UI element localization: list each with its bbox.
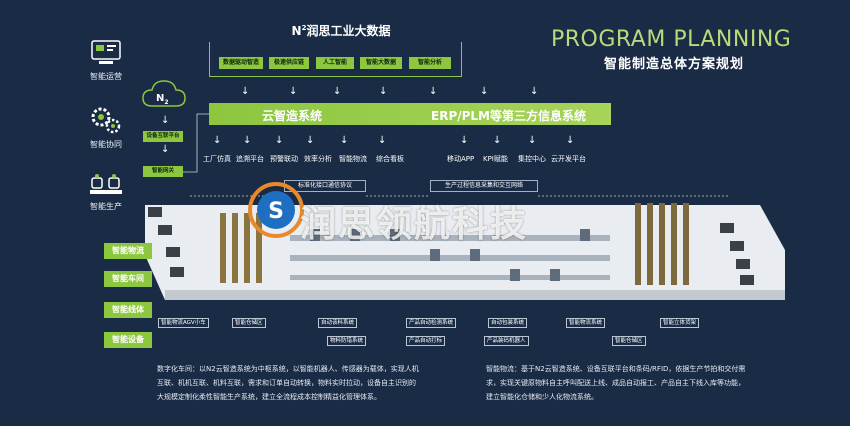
left-icon-production: 智能生产 xyxy=(82,170,130,212)
arrow-icon: ↓ xyxy=(493,135,502,146)
bigdata-title: N2润思工业大数据 xyxy=(276,22,406,39)
function-label: 综合看板 xyxy=(376,155,404,163)
arrow-icon: ↓ xyxy=(275,135,284,146)
left-icon-label: 智能协同 xyxy=(90,140,122,149)
function-label: 云开发平台 xyxy=(551,155,586,163)
side-tag-line: 智能线体 xyxy=(104,302,152,318)
factory-floor xyxy=(145,203,785,300)
arrow-icon: ↓ xyxy=(243,135,252,146)
stack-device-platform: 设备互联平台 xyxy=(143,131,183,142)
equipment-label: 智能物流系统 xyxy=(566,318,606,328)
equipment-label: 自动包装系统 xyxy=(488,318,528,328)
robot-arm-icon xyxy=(90,174,122,194)
arrow-icon: ↓ xyxy=(528,135,537,146)
arrow-icon: ↓ xyxy=(378,135,387,146)
arrow-icon: ↓ xyxy=(530,86,539,97)
function-label: 预警联动 xyxy=(270,155,298,163)
bigdata-chip: 人工智能 xyxy=(316,57,354,69)
arrow-icon: ↓ xyxy=(460,135,469,146)
system-bar xyxy=(209,103,611,125)
equipment-label: 产品自动打标 xyxy=(406,336,446,346)
side-tag-equipment: 智能设备 xyxy=(104,332,152,348)
equipment-label: 物料防错系统 xyxy=(327,336,367,346)
arrow-icon: ↓ xyxy=(289,86,298,97)
side-tag-logistics: 智能物流 xyxy=(104,243,152,259)
left-icon-operations: 智能运营 xyxy=(82,38,130,82)
bigdata-frame xyxy=(209,42,462,77)
function-label: 移动APP xyxy=(447,155,475,163)
arrow-icon: ↓ xyxy=(333,86,342,97)
network-line xyxy=(190,195,730,197)
equipment-label: 智能仓储区 xyxy=(232,318,266,328)
watermark: 润思领航科技 xyxy=(300,204,529,245)
function-label: KPI赋能 xyxy=(483,155,508,163)
connector-line xyxy=(183,113,211,173)
system-bar-right: ERP/PLM等第三方信息系统 xyxy=(431,109,586,123)
equipment-label: 自动该料系统 xyxy=(318,318,358,328)
function-label: 追溯平台 xyxy=(236,155,264,163)
svg-text:S: S xyxy=(268,199,284,224)
left-icon-collaboration: 智能协同 xyxy=(82,104,130,150)
bigdata-chip: 数据驱动智造 xyxy=(219,57,263,69)
arrow-icon: ↓ xyxy=(161,115,170,126)
gears-icon xyxy=(91,107,121,134)
arrow-icon: ↓ xyxy=(161,144,170,155)
arrow-icon: ↓ xyxy=(340,135,349,146)
arrow-icon: ↓ xyxy=(379,86,388,97)
arrow-icon: ↓ xyxy=(566,135,575,146)
function-label: 集控中心 xyxy=(518,155,546,163)
left-icon-label: 智能运营 xyxy=(90,72,122,81)
stack-smart-gateway: 智能网关 xyxy=(143,166,183,177)
equipment-label: 智能仓储区 xyxy=(612,336,646,346)
function-label: 智能物流 xyxy=(339,155,367,163)
heading-cn: 智能制造总体方案规划 xyxy=(604,57,745,72)
arrow-icon: ↓ xyxy=(213,135,222,146)
arrow-icon: ↓ xyxy=(429,86,438,97)
cloud-icon xyxy=(142,80,186,107)
left-icon-label: 智能生产 xyxy=(90,202,122,211)
equipment-label: 智能物流AGV小车 xyxy=(158,318,209,328)
function-label: 效率分析 xyxy=(304,155,332,163)
protocol-network: 生产过程信息采集和交互网络 xyxy=(430,180,538,192)
bigdata-chip: 智能分析 xyxy=(409,57,451,69)
side-tag-workshop: 智能车间 xyxy=(104,271,152,287)
bigdata-chip: 极速供应链 xyxy=(269,57,309,69)
function-label: 工厂仿真 xyxy=(203,155,231,163)
description-left: 数字化车间：以N2云智造系统为中枢系统，以智能机器人、传感器为载体，实现人机 互… xyxy=(157,365,419,401)
equipment-label: 产品自动检测系统 xyxy=(406,318,457,328)
operations-icon xyxy=(91,40,121,64)
company-logo-icon: S xyxy=(248,182,304,238)
heading-en: PROGRAM PLANNING xyxy=(551,27,792,52)
equipment-label: 产品装码机器人 xyxy=(484,336,529,346)
system-bar-left: 云智造系统 xyxy=(262,109,323,123)
bigdata-chip: 智能大数据 xyxy=(360,57,402,69)
arrow-icon: ↓ xyxy=(241,86,250,97)
arrow-icon: ↓ xyxy=(306,135,315,146)
description-right: 智能物流：基于N2云智造系统、设备互联平台和条码/RFID，依据生产节拍和交付需… xyxy=(486,365,746,401)
cloud-label: N2 xyxy=(156,93,169,106)
equipment-label: 智能立体货架 xyxy=(660,318,700,328)
arrow-icon: ↓ xyxy=(480,86,489,97)
